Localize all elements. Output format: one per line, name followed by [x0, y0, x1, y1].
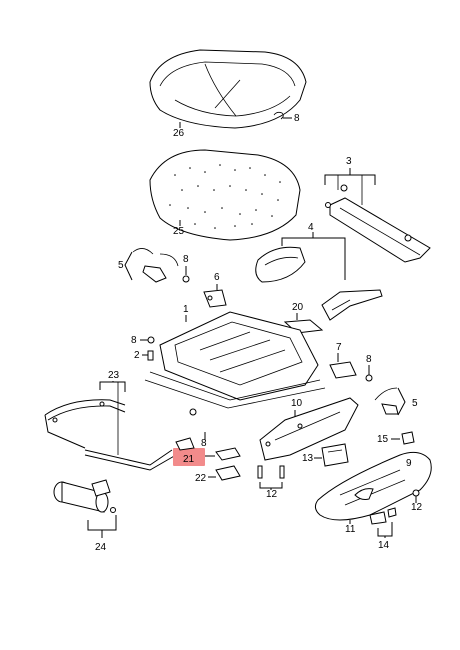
callout-3: 3: [346, 156, 352, 167]
callout-25: 25: [173, 226, 185, 237]
clip-part[interactable]: [369, 507, 397, 525]
callout-7: 7: [336, 342, 342, 353]
callout-5: 5: [412, 398, 418, 409]
screw-part[interactable]: [147, 336, 155, 344]
callout-23: 23: [108, 370, 120, 381]
lever-part[interactable]: [132, 248, 179, 283]
seat-side-cover-part[interactable]: [314, 451, 432, 521]
callout-4: 4: [308, 222, 314, 233]
leader-bracket: [324, 174, 376, 185]
callout-12: 12: [266, 489, 278, 500]
callout-24: 24: [95, 542, 107, 553]
callout-21: 21: [183, 454, 195, 465]
side-trim-part[interactable]: [255, 246, 306, 283]
bracket-part[interactable]: [203, 289, 227, 308]
callout-13: 13: [302, 453, 314, 464]
callout-5: 5: [118, 260, 124, 271]
callout-2: 2: [134, 350, 140, 361]
hinge-bracket-part[interactable]: [329, 361, 357, 379]
screw-part[interactable]: [257, 465, 263, 479]
leader-bracket: [397, 387, 406, 416]
seat-cover-part[interactable]: [149, 49, 307, 129]
callout-20: 20: [292, 302, 304, 313]
trim-bracket-part[interactable]: [321, 289, 383, 321]
leader-bracket: [259, 482, 283, 489]
callout-10: 10: [291, 398, 303, 409]
bolt-part[interactable]: [147, 350, 154, 361]
leader-bracket: [124, 251, 133, 281]
leader-bracket: [377, 522, 393, 537]
callout-6: 6: [214, 272, 220, 283]
screw-part[interactable]: [182, 275, 190, 283]
highlight-box: [173, 448, 205, 466]
callout-15: 15: [377, 434, 389, 445]
screw-part[interactable]: [412, 489, 420, 497]
callout-26: 26: [173, 128, 185, 139]
screw-part[interactable]: [189, 408, 197, 416]
leader-bracket: [87, 515, 117, 531]
lever-part[interactable]: [374, 387, 399, 415]
clip-part[interactable]: [273, 111, 284, 120]
seat-wire-frame-part[interactable]: [44, 399, 177, 471]
bracket-part[interactable]: [175, 437, 241, 461]
callout-9: 9: [406, 458, 412, 469]
motor-part[interactable]: [53, 479, 116, 513]
foam-cushion-part[interactable]: [149, 149, 301, 241]
screw-part[interactable]: [365, 374, 373, 382]
callout-8: 8: [131, 335, 137, 346]
callout-8: 8: [366, 354, 372, 365]
callout-8: 8: [201, 438, 207, 449]
cap-part[interactable]: [401, 431, 415, 445]
callout-11: 11: [345, 524, 356, 535]
callout-1: 1: [183, 304, 189, 315]
callout-8: 8: [294, 113, 300, 124]
seat-rail-part[interactable]: [325, 184, 431, 263]
callout-12: 12: [411, 502, 423, 513]
callout-22: 22: [195, 473, 207, 484]
clip-plate-part[interactable]: [215, 465, 241, 481]
seat-frame-part[interactable]: [144, 311, 326, 409]
screw-part[interactable]: [279, 465, 285, 479]
callout-14: 14: [378, 540, 390, 551]
switch-part[interactable]: [321, 443, 349, 467]
side-panel-part[interactable]: [259, 397, 359, 461]
leader-bracket: [99, 381, 126, 392]
callout-8: 8: [183, 254, 189, 265]
